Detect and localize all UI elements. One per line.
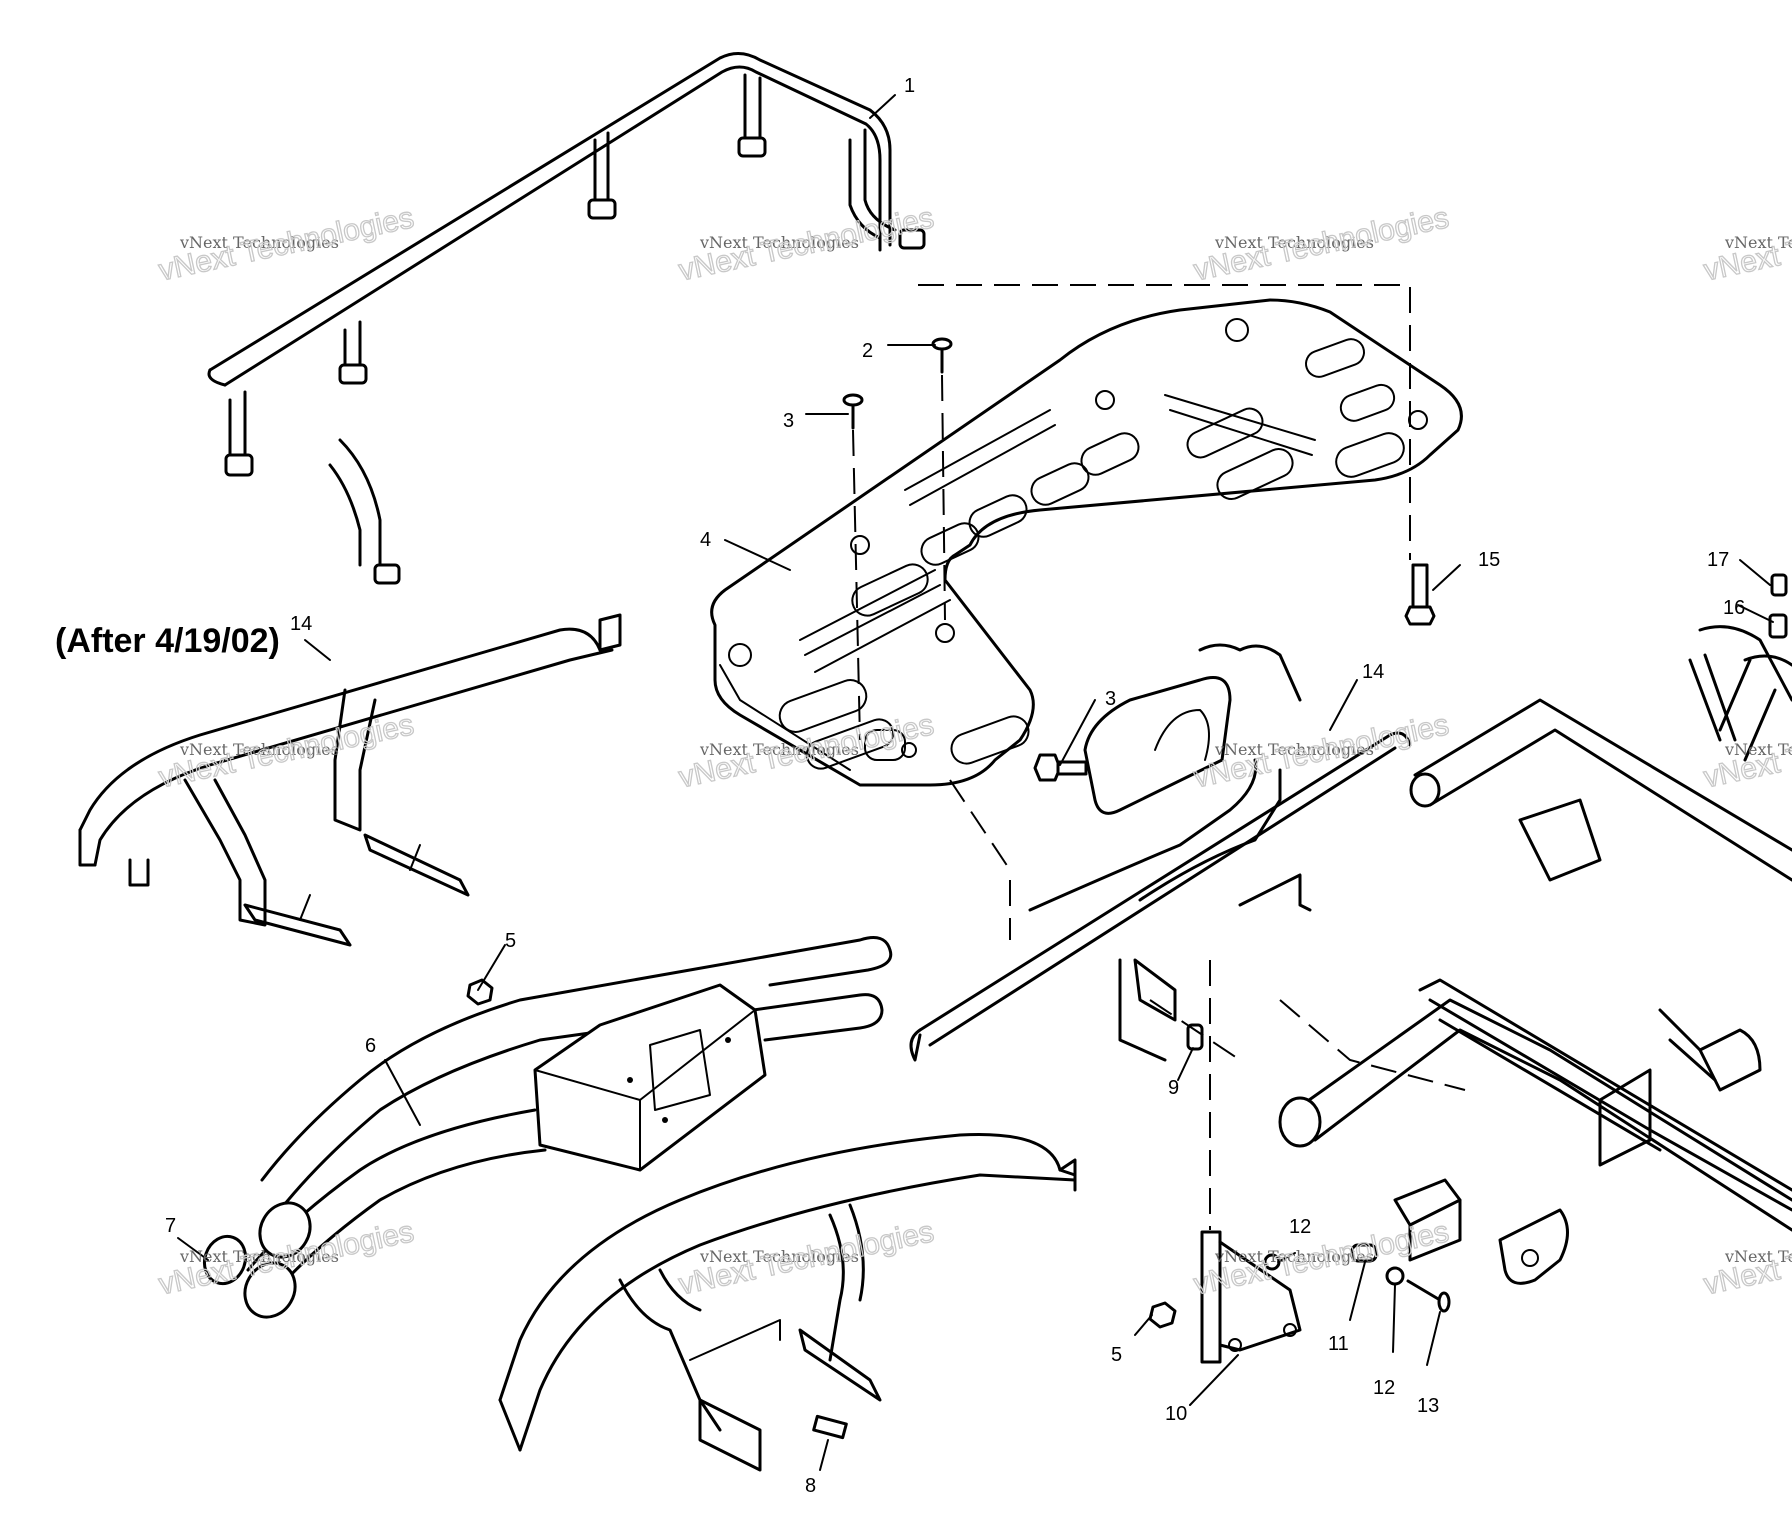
callout-4: 4 — [700, 529, 711, 551]
part-5-nut — [466, 978, 494, 1006]
center-bracket — [1033, 643, 1302, 1062]
callout-7: 7 — [165, 1215, 176, 1237]
part-5-nut-2 — [1148, 1301, 1177, 1329]
watermark: vNext Technologies vNext Technologies — [1700, 708, 1792, 796]
revision-note: (After 4/19/02) — [55, 622, 280, 660]
part-2-screw — [931, 337, 953, 374]
callout-1: 1 — [904, 75, 915, 97]
callout-15: 15 — [1478, 549, 1500, 571]
callout-17: 17 — [1707, 549, 1729, 571]
callout-3: 3 — [783, 410, 794, 432]
part-3-screw — [842, 393, 864, 430]
svg-text:vNext Technologies: vNext Technologies — [1214, 233, 1374, 252]
svg-text:vNext Technologies: vNext Technologies — [699, 740, 859, 759]
svg-text:vNext Technologies: vNext Technologies — [179, 233, 339, 252]
callout-14-left: 14 — [290, 613, 312, 635]
vehicle-frame — [1200, 573, 1792, 1364]
svg-text:vNext Technologies: vNext Technologies — [1214, 1247, 1374, 1266]
svg-text:vNext Technologies: vNext Technologies — [1724, 1247, 1792, 1266]
callout-12: 12 — [1289, 1216, 1311, 1238]
callout-16: 16 — [1723, 597, 1745, 619]
svg-text:vNext Technologies: vNext Technologies — [1724, 740, 1792, 759]
callout-6: 6 — [365, 1035, 376, 1057]
part-4-cargo-rack — [710, 298, 1463, 787]
callout-5-lower: 5 — [1111, 1344, 1122, 1366]
leader-lines — [177, 94, 1774, 1471]
watermark: vNext Technologies vNext Technologies — [675, 201, 937, 289]
svg-text:vNext Technologies: vNext Technologies — [699, 233, 859, 252]
callout-labels: 1 2 3 3 4 5 5 6 7 8 9 10 11 12 12 13 14 … — [165, 75, 1745, 1497]
part-15-bolt — [1404, 563, 1436, 626]
part-6-front-bumper — [243, 936, 893, 1319]
callout-13: 13 — [1417, 1395, 1439, 1417]
watermark: vNext Technologies vNext Technologies — [675, 1215, 937, 1303]
watermark: vNext Technologies vNext Technologies — [1700, 201, 1792, 289]
lower-bumper-assembly — [498, 1132, 1077, 1472]
callout-11: 11 — [1328, 1333, 1349, 1355]
callout-12-lower: 12 — [1373, 1377, 1395, 1399]
callout-2: 2 — [862, 340, 873, 362]
part-14-after-rack — [78, 613, 622, 947]
watermark: vNext Technologies vNext Technologies — [1700, 1215, 1792, 1303]
part-7-plug — [202, 1234, 248, 1286]
callout-5: 5 — [505, 930, 516, 952]
part-1-rack-rail — [207, 52, 926, 585]
svg-text:vNext Technologies: vNext Technologies — [179, 740, 339, 759]
watermark: vNext Technologies vNext Technologies — [155, 201, 417, 289]
svg-text:vNext Technologies: vNext Technologies — [699, 1247, 859, 1266]
watermark: vNext Technologies vNext Technologies — [1190, 201, 1452, 289]
callout-3-lower: 3 — [1105, 688, 1116, 710]
part-14-rear-bracket — [909, 731, 1412, 1062]
callout-14-right: 14 — [1362, 661, 1384, 683]
callout-8: 8 — [805, 1475, 816, 1497]
svg-text:vNext Technologies: vNext Technologies — [179, 1247, 339, 1266]
svg-text:vNext Technologies: vNext Technologies — [1724, 233, 1792, 252]
callout-9: 9 — [1168, 1077, 1179, 1099]
svg-text:vNext Technologies: vNext Technologies — [1214, 740, 1374, 759]
callout-10: 10 — [1165, 1403, 1187, 1425]
watermark: vNext Technologies vNext Technologies — [155, 708, 417, 796]
assembly-lines — [852, 284, 1466, 1230]
